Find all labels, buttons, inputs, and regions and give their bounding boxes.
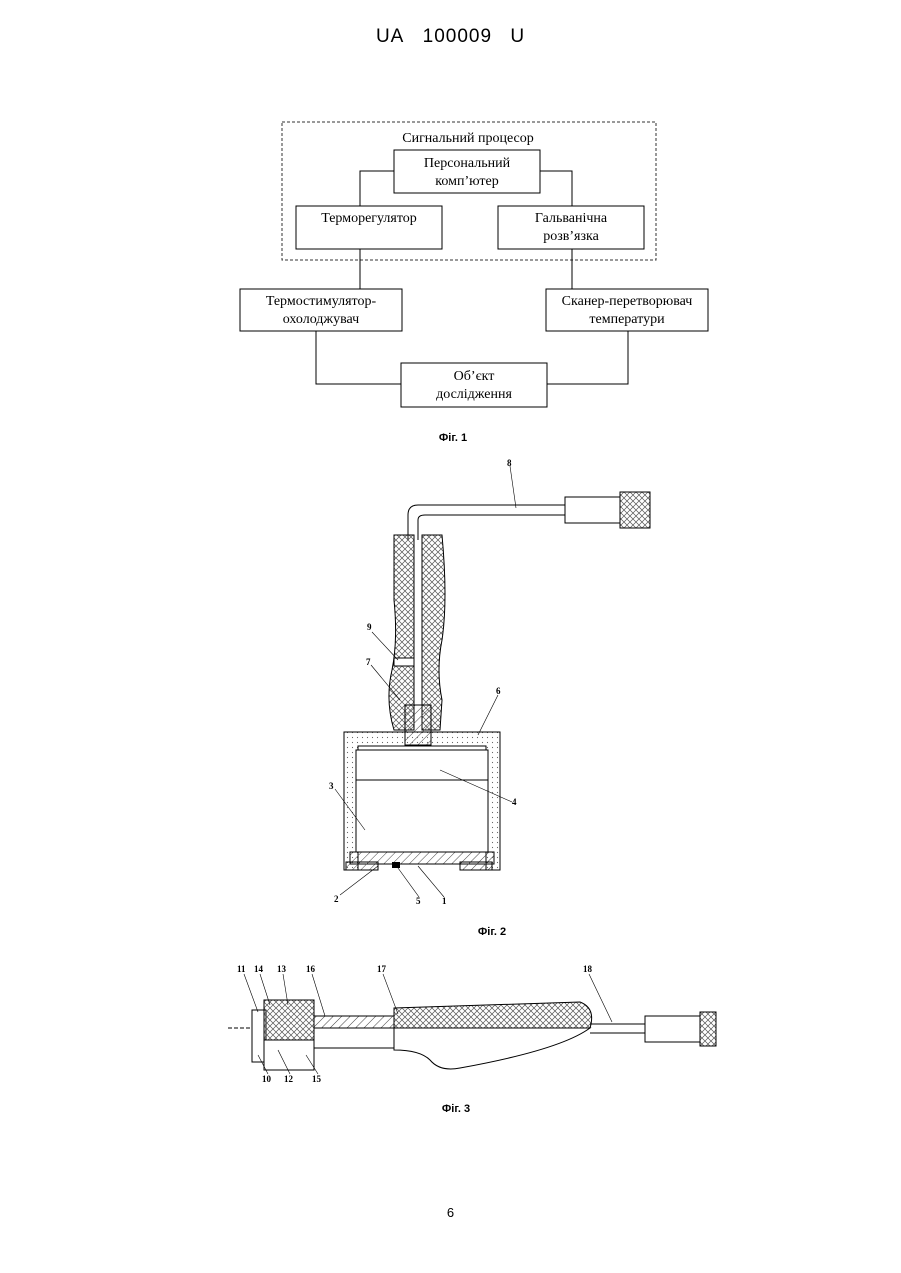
fig2-bottom-left xyxy=(346,862,378,870)
fig3-label-10: 10 xyxy=(262,1074,272,1084)
fig3-head-lower xyxy=(264,1040,314,1070)
fig2-bottom-right xyxy=(460,862,492,870)
fig2-label-7: 7 xyxy=(366,657,371,667)
fig3-connector-knurl xyxy=(700,1012,716,1046)
fig3-shaft-lower xyxy=(314,1028,394,1048)
box-research-object: Об’єкт дослідження xyxy=(401,363,547,407)
box-pc-line1: Персональний xyxy=(424,156,511,171)
fig2-handle-right xyxy=(422,535,445,730)
fig2-connector-body xyxy=(565,497,620,523)
fig3-label-11: 11 xyxy=(237,964,246,974)
fig3-label-18: 18 xyxy=(583,964,593,974)
fig3-handle xyxy=(394,1002,592,1028)
box-object-line2: дослідження xyxy=(436,387,512,402)
fig1-caption: Фіг. 1 xyxy=(439,432,467,444)
connector-stimulator-object xyxy=(316,331,401,384)
fig3-label-12: 12 xyxy=(284,1074,294,1084)
box-thermostimulator: Термостимулятор- охолоджувач xyxy=(240,289,402,331)
fig2-inner-block-3 xyxy=(356,780,488,852)
signal-processor-label: Сигнальний процесор xyxy=(402,131,534,146)
box-personal-computer: Персональний комп’ютер xyxy=(394,150,540,193)
box-pc-line2: комп’ютер xyxy=(435,174,498,189)
box-object-line1: Об’єкт xyxy=(454,369,495,384)
page-number: 6 xyxy=(0,1205,901,1220)
fig1-block-diagram: Сигнальний процесор Персональний комп’ют… xyxy=(240,122,708,444)
fig3-shaft xyxy=(314,1016,394,1028)
box-stimulator-line2: охолоджувач xyxy=(283,312,359,327)
fig2-label-6: 6 xyxy=(496,686,501,696)
fig2-inner-block-4 xyxy=(356,750,488,780)
box-thermoregulator-line1: Терморегулятор xyxy=(321,211,417,226)
fig3-caption: Фіг. 3 xyxy=(442,1103,470,1115)
fig3-label-15: 15 xyxy=(312,1074,322,1084)
fig2-label-5: 5 xyxy=(416,896,421,906)
fig3-probe-drawing: 11 14 13 16 17 18 10 12 15 Фіг. 3 xyxy=(228,964,716,1115)
box-stimulator-line1: Термостимулятор- xyxy=(266,294,377,309)
fig2-device-drawing: 8 9 7 6 3 4 2 5 1 Фіг. 2 xyxy=(329,458,650,938)
fig3-head-housing xyxy=(264,1000,314,1040)
connector-scanner-object xyxy=(547,331,628,384)
box-scanner-line2: температури xyxy=(589,312,665,327)
fig3-label-14: 14 xyxy=(254,964,264,974)
fig2-connector-knurl xyxy=(620,492,650,528)
box-thermoregulator: Терморегулятор xyxy=(296,206,442,249)
fig2-handle-left xyxy=(389,535,414,730)
fig2-caption: Фіг. 2 xyxy=(478,926,506,938)
fig3-label-17: 17 xyxy=(377,964,387,974)
connector-pc-galvanic xyxy=(540,171,572,206)
fig2-label-3: 3 xyxy=(329,781,334,791)
fig3-handle-lower xyxy=(394,1028,590,1069)
box-temperature-scanner: Сканер-перетворювач температури xyxy=(546,289,708,331)
box-scanner-line1: Сканер-перетворювач xyxy=(562,294,693,309)
fig3-label-16: 16 xyxy=(306,964,316,974)
fig2-label-9: 9 xyxy=(367,622,372,632)
fig3-label-13: 13 xyxy=(277,964,287,974)
connector-pc-thermoregulator xyxy=(360,171,394,206)
box-galvanic-line2: розв’язка xyxy=(543,229,599,244)
fig2-label-1: 1 xyxy=(442,896,447,906)
fig2-label-2: 2 xyxy=(334,894,339,904)
box-galvanic-isolation: Гальванічна розв’язка xyxy=(498,206,644,249)
fig3-connector-body xyxy=(645,1016,700,1042)
fig2-label-4: 4 xyxy=(512,797,517,807)
fig2-label-8: 8 xyxy=(507,458,512,468)
box-galvanic-line1: Гальванічна xyxy=(535,211,608,226)
fig2-sensor-5 xyxy=(392,862,400,868)
